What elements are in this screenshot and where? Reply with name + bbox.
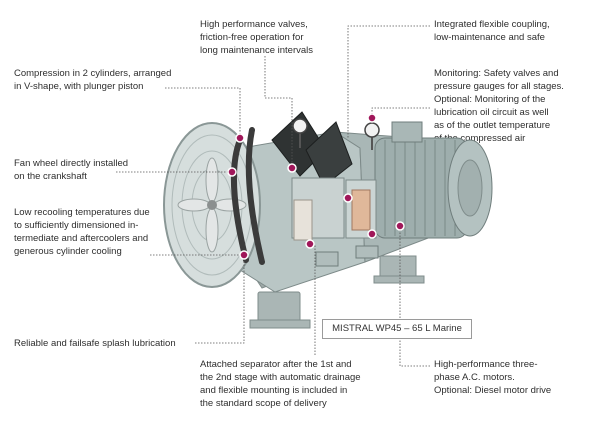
callout-motors: High-performance three- phase A.C. motor… — [434, 359, 552, 396]
drain-valves — [315, 245, 379, 267]
callout-separator: Attached separator after the 1st and the… — [200, 359, 361, 409]
callout-coupling: Integrated flexible coupling, low-mainte… — [434, 19, 550, 43]
callout-fan: Fan wheel directly installed on the cran… — [14, 158, 129, 182]
pressure-gauges — [292, 118, 380, 150]
fan-wheel — [177, 157, 247, 253]
cooler-tubes — [231, 127, 265, 265]
callout-cooling: Low recooling temperatures due to suffic… — [14, 207, 150, 257]
callout-valves: High performance valves, friction-free o… — [200, 19, 314, 56]
electric-motor — [374, 121, 493, 239]
separator-cutaway — [293, 179, 377, 241]
model-label: MISTRAL WP45 – 65 L Marine — [322, 319, 472, 339]
leader-lines — [116, 25, 430, 367]
callout-markers — [227, 113, 405, 260]
callout-compression: Compression in 2 cylinders, arranged in … — [14, 68, 172, 92]
callout-lubrication: Reliable and failsafe splash lubrication — [14, 338, 176, 349]
